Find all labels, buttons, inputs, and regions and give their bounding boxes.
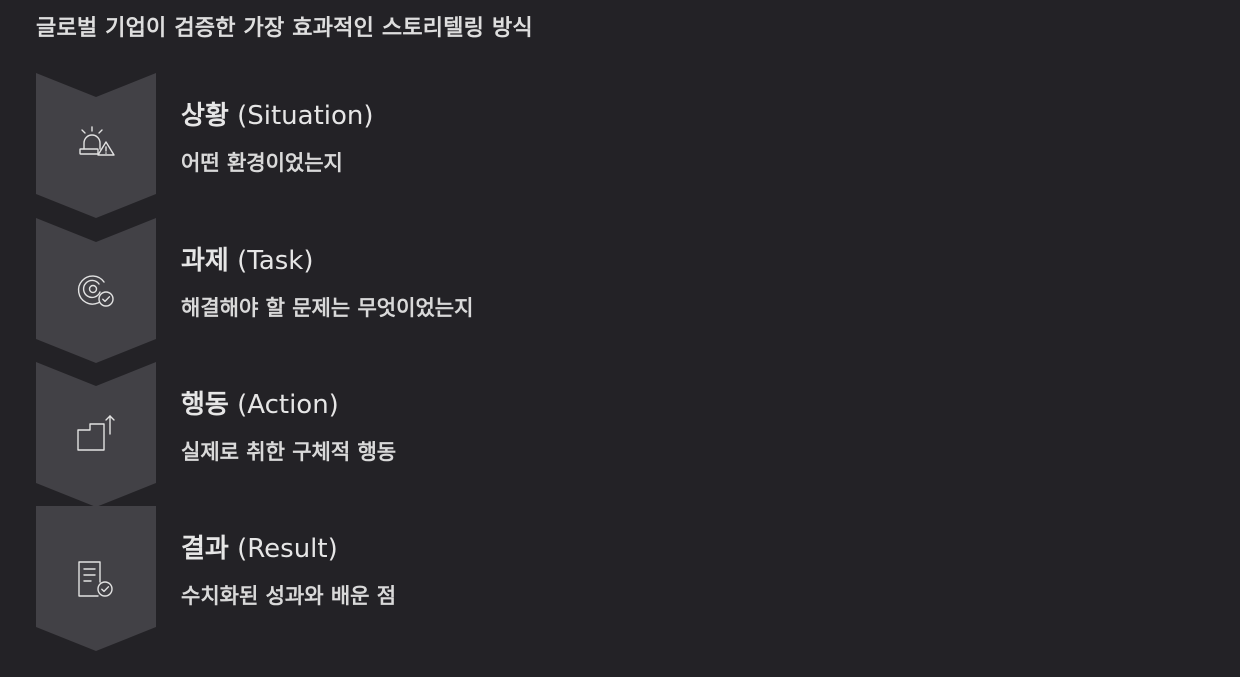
step-description-task: 해결해야 할 문제는 무엇이었는지: [181, 296, 474, 320]
step-title-result: 결과 (Result): [181, 534, 338, 564]
step-title-task: 과제 (Task): [181, 246, 314, 276]
step-description-result: 수치화된 성과와 배운 점: [181, 584, 397, 608]
step-task: 과제 (Task) 해결해야 할 문제는 무엇이었는지: [0, 218, 1240, 363]
step-title-action: 행동 (Action): [181, 390, 339, 420]
step-description-situation: 어떤 환경이었는지: [181, 151, 343, 175]
step-action: 행동 (Action) 실제로 취한 구체적 행동: [0, 362, 1240, 507]
document-check-icon: [78, 561, 113, 597]
step-title-situation: 상황 (Situation): [181, 101, 374, 131]
page-title: 글로벌 기업이 검증한 가장 효과적인 스토리텔링 방식: [36, 16, 533, 41]
chevron-task: [36, 218, 156, 363]
step-description-action: 실제로 취한 구체적 행동: [181, 440, 397, 464]
step-result: 결과 (Result) 수치화된 성과와 배운 점: [0, 506, 1240, 651]
step-situation: 상황 (Situation) 어떤 환경이었는지: [0, 73, 1240, 218]
chevron-result: [36, 506, 156, 651]
chevron-situation: [36, 73, 156, 218]
step-up-arrow-icon: [77, 415, 115, 451]
alarm-warning-icon: [79, 126, 115, 156]
target-check-icon: [77, 275, 114, 307]
chevron-action: [36, 362, 156, 507]
